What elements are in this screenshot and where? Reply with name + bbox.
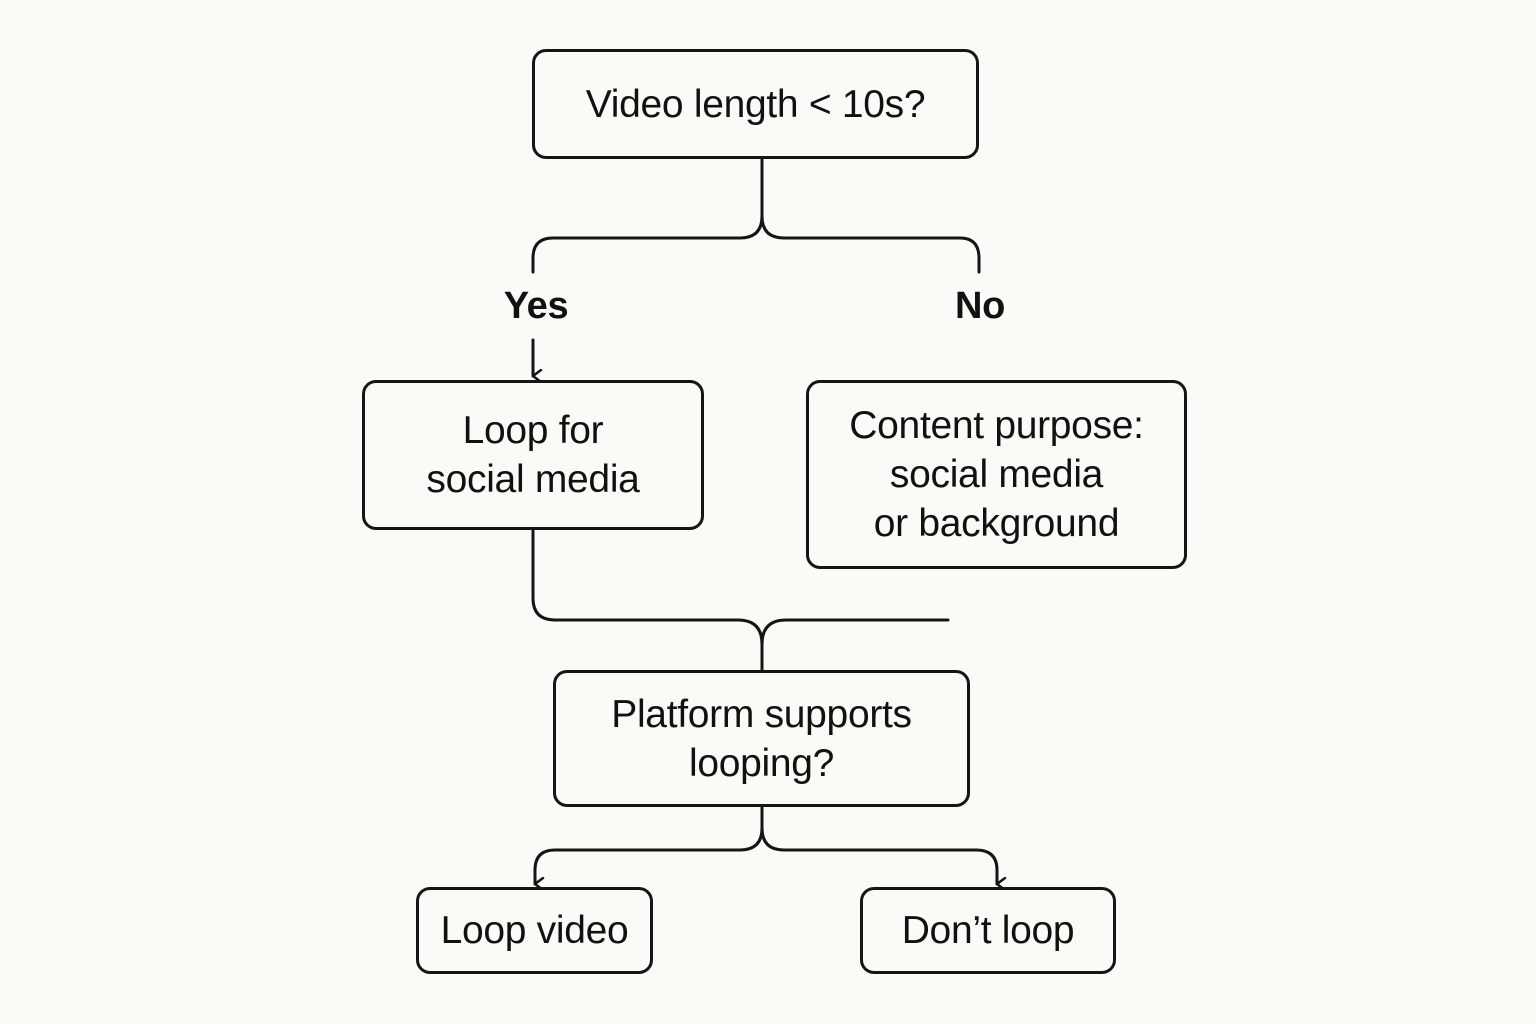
connector-top-split-right	[760, 214, 981, 274]
step-content-purpose: Content purpose: social media or backgro…	[806, 380, 1187, 569]
step-loop-social-media: Loop for social media	[362, 380, 704, 530]
edge-label-no: No	[954, 285, 1006, 327]
connector-bottom-right	[760, 826, 997, 884]
decision-platform-supports-looping: Platform supports looping?	[553, 670, 970, 807]
decision-video-length: Video length < 10s?	[532, 49, 979, 159]
connector-top-split	[531, 157, 764, 274]
edge-label-yes: Yes	[503, 285, 569, 327]
connector-merge-right	[760, 618, 950, 646]
connector-merge-left	[531, 528, 764, 672]
outcome-loop-video: Loop video	[416, 887, 653, 974]
connector-bottom-left	[533, 805, 764, 884]
outcome-dont-loop: Don’t loop	[860, 887, 1116, 974]
